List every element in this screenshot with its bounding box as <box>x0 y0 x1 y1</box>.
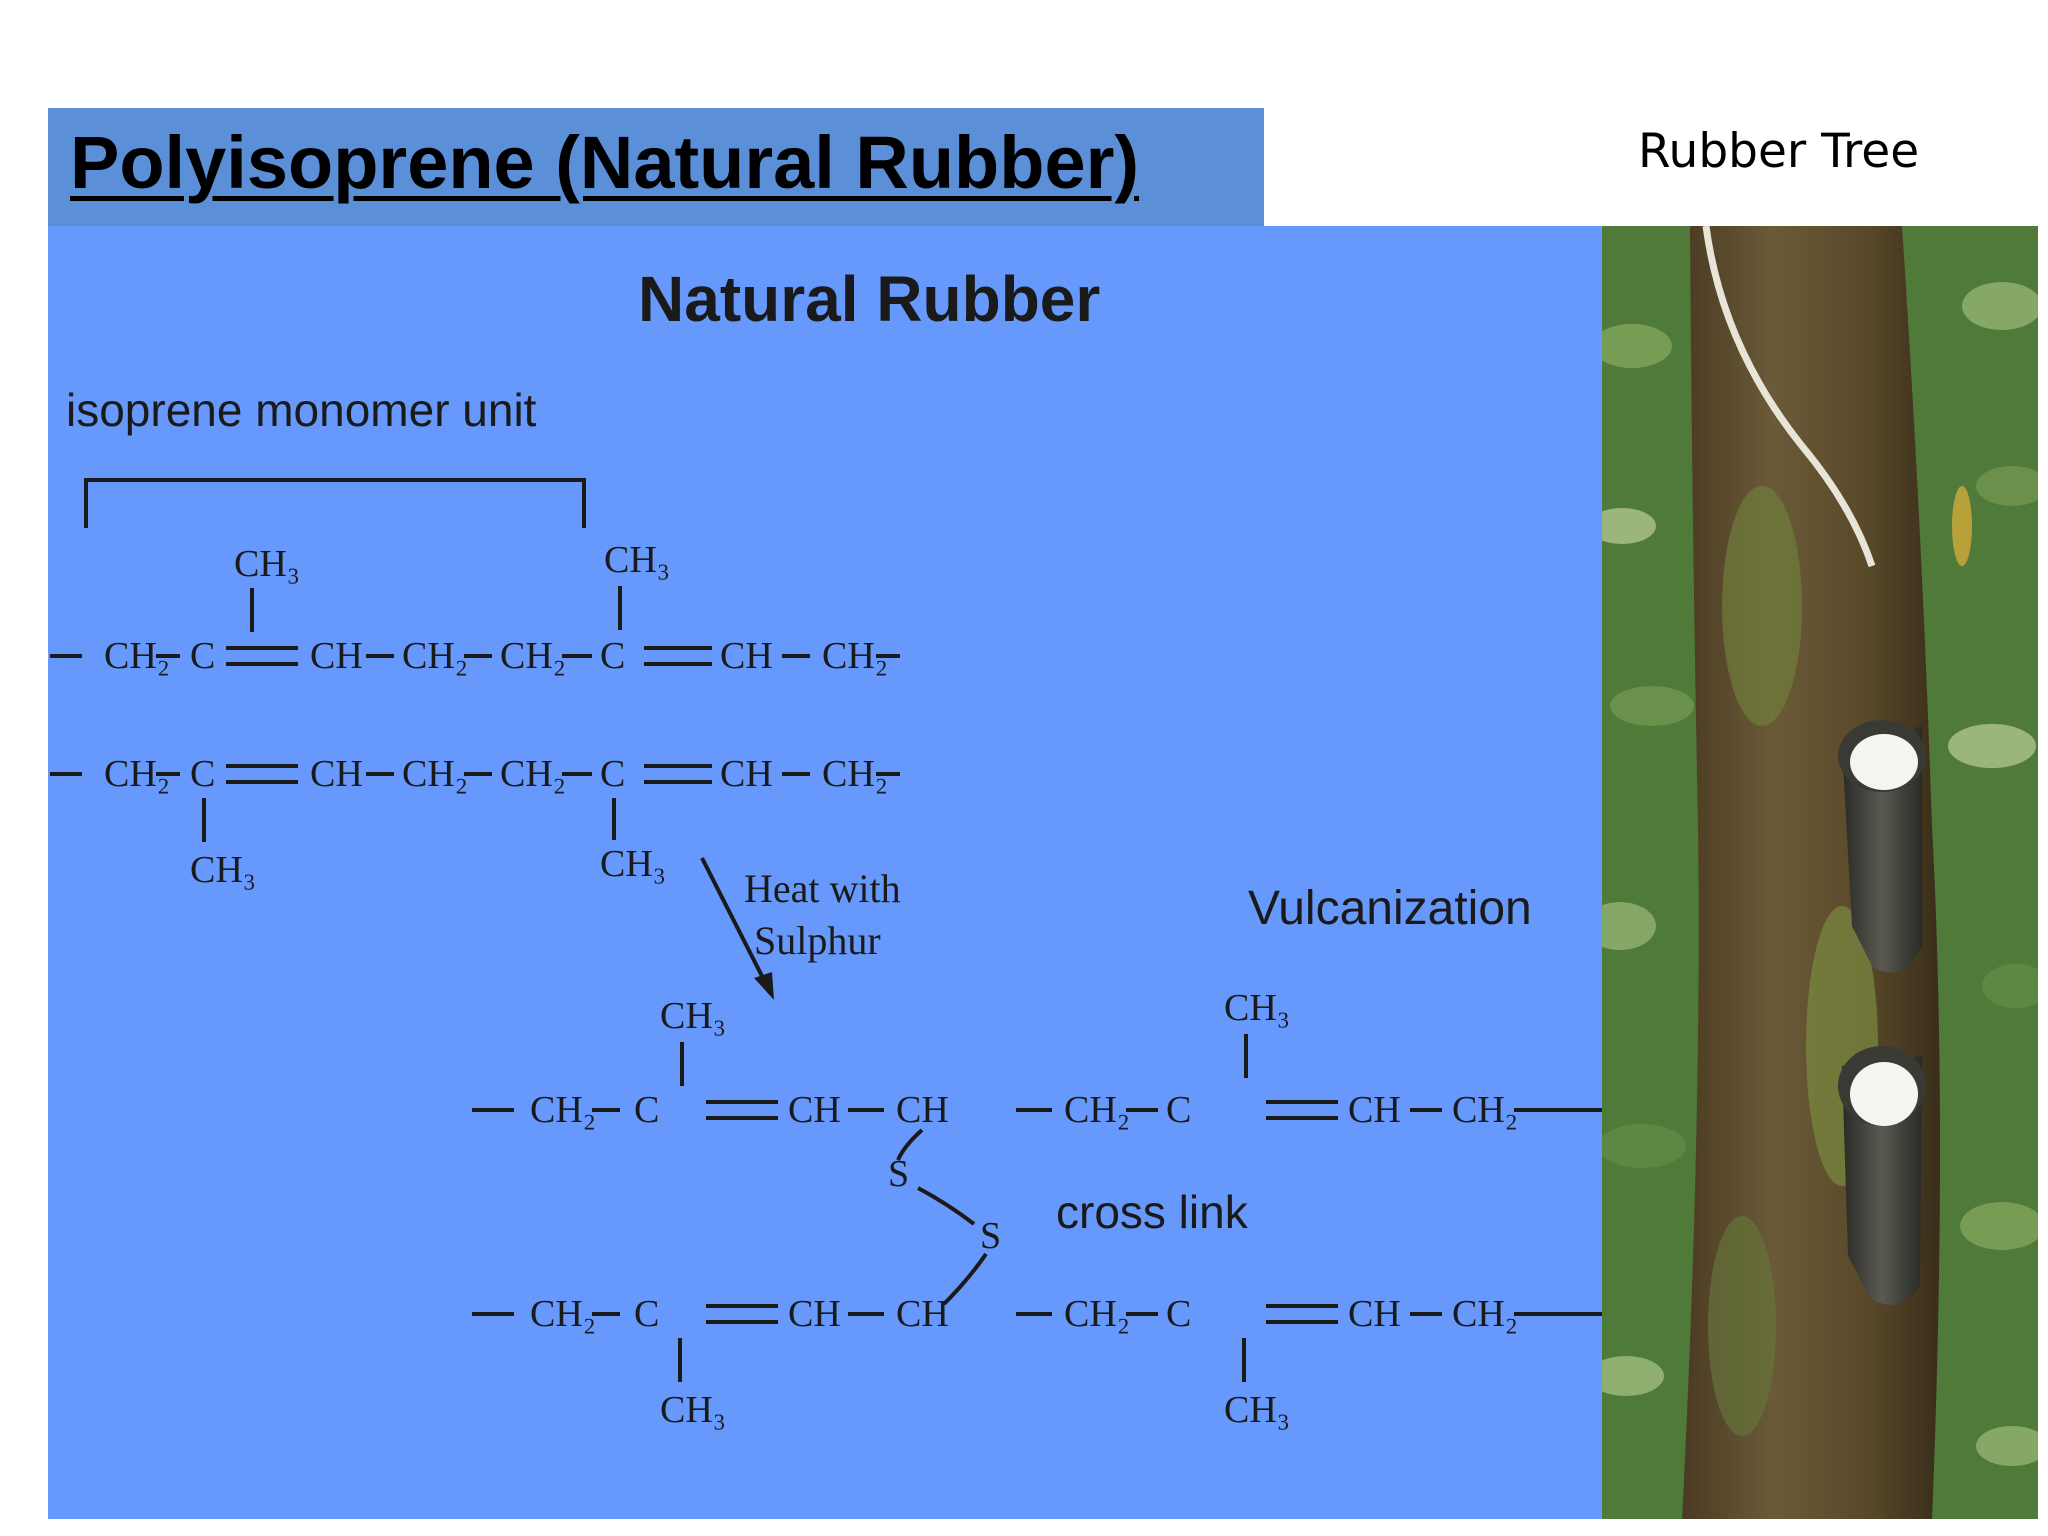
latex-cup-upper <box>1838 720 1926 973</box>
chain3-ch2-b: CH₂ <box>1064 1089 1130 1131</box>
chain4-ch-crosslinked: CH <box>896 1293 949 1335</box>
foliage-leaves <box>1602 282 2038 1466</box>
chain1-c-b: C <box>600 635 625 677</box>
rubber-tree-photo <box>1602 226 2038 1519</box>
chain4-ch3-a: CH₃ <box>660 1389 726 1431</box>
chain2-ch2-c: CH₂ <box>500 753 566 795</box>
chain4-c-a: C <box>634 1293 659 1335</box>
chain1-ch2-b: CH₂ <box>402 635 468 677</box>
monomer-bracket <box>84 478 586 528</box>
chain3-c-b: C <box>1166 1089 1191 1131</box>
chain4-ch-b: CH <box>1348 1293 1401 1335</box>
monomer-label: isoprene monomer unit <box>66 384 537 436</box>
vulcanization-diagram: Natural Rubber isoprene monomer unit CH₂… <box>48 226 1602 1519</box>
crosslink-sulfur-lower: S <box>980 1215 1001 1257</box>
heat-label-line1: Heat with <box>744 866 901 911</box>
crosslink-bond-bottom <box>942 1252 988 1306</box>
title-bar <box>48 108 1264 226</box>
reaction-arrow-shaft <box>700 857 768 985</box>
structure-svg: Natural Rubber isoprene monomer unit CH₂… <box>50 263 1602 1431</box>
chain2-ch3-b: CH₃ <box>600 843 666 885</box>
crosslink-bond-top <box>896 1128 924 1161</box>
chain1-ch3-b: CH₃ <box>604 539 670 581</box>
chain4-c-b: C <box>1166 1293 1191 1335</box>
chain2-ch2-b: CH₂ <box>402 753 468 795</box>
chain2-ch-a: CH <box>310 753 363 795</box>
chain2-ch-b: CH <box>720 753 773 795</box>
chain2-c-a: C <box>190 753 215 795</box>
chain3-ch-b: CH <box>1348 1089 1401 1131</box>
chain1-ch2-c: CH₂ <box>500 635 566 677</box>
tapping-cut <box>1702 226 1876 568</box>
chain3-ch3-b: CH₃ <box>1224 987 1290 1029</box>
chain2-ch3-a: CH₃ <box>190 849 256 891</box>
chain3-ch3-a: CH₃ <box>660 995 726 1037</box>
chain4-ch3-b: CH₃ <box>1224 1389 1290 1431</box>
heat-label-line2: Sulphur <box>754 918 881 963</box>
chain4-ch2-b: CH₂ <box>1064 1293 1130 1335</box>
crosslink-bond-mid <box>917 1186 976 1226</box>
reaction-arrow-head <box>754 972 774 1000</box>
chain4-ch-a: CH <box>788 1293 841 1335</box>
crosslink-sulfur-upper: S <box>888 1153 909 1195</box>
rubber-tree-caption: Rubber Tree <box>1638 124 1920 179</box>
chain3-ch2-a: CH₂ <box>530 1089 596 1131</box>
chain3-ch-a: CH <box>788 1089 841 1131</box>
chain3-c-a: C <box>634 1089 659 1131</box>
vulcanization-label: Vulcanization <box>1248 882 1532 935</box>
chain3-ch2-c: CH₂ <box>1452 1089 1518 1131</box>
chain3-ch-crosslinked: CH <box>896 1089 949 1131</box>
chain1-c-a: C <box>190 635 215 677</box>
chain1-ch3-a: CH₃ <box>234 543 300 585</box>
chain1-ch-b: CH <box>720 635 773 677</box>
diagram-heading: Natural Rubber <box>638 263 1100 335</box>
slide-title: Polyisoprene (Natural Rubber) <box>70 121 1140 204</box>
latex-cup-lower <box>1838 1046 1926 1305</box>
crosslink-label: cross link <box>1056 1186 1249 1238</box>
chain4-ch2-a: CH₂ <box>530 1293 596 1335</box>
chain1-ch-a: CH <box>310 635 363 677</box>
chain4-ch2-c: CH₂ <box>1452 1293 1518 1335</box>
chain2-c-b: C <box>600 753 625 795</box>
